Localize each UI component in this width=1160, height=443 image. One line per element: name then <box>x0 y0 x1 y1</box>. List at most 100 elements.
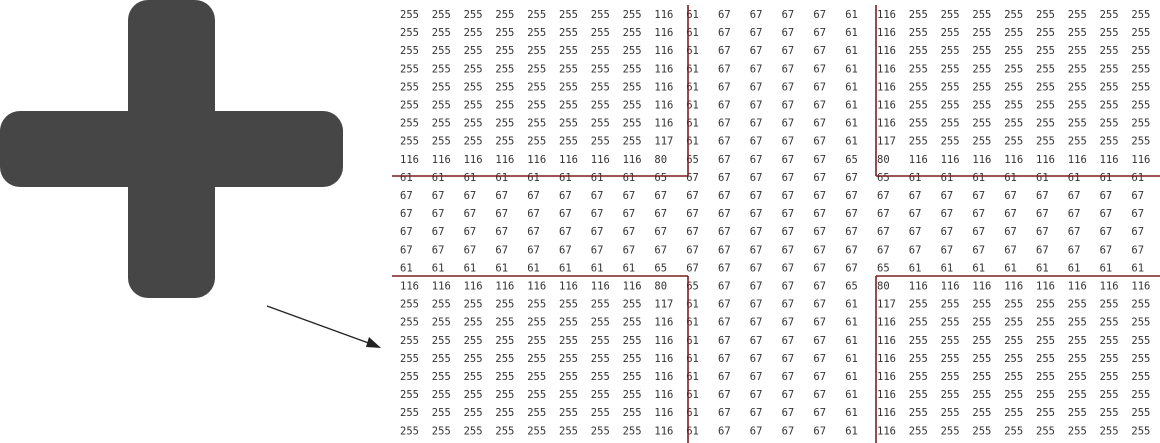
matrix-cell: 67 <box>718 208 731 220</box>
matrix-cell: 61 <box>559 172 572 184</box>
matrix-cell: 255 <box>432 27 451 39</box>
matrix-cell: 255 <box>591 100 610 112</box>
matrix-cell: 67 <box>1131 208 1144 220</box>
matrix-cell: 255 <box>972 317 991 329</box>
matrix-cell: 67 <box>813 190 826 202</box>
matrix-cell: 116 <box>1068 281 1087 293</box>
matrix-cell: 116 <box>654 81 673 93</box>
matrix-cell: 67 <box>750 353 763 365</box>
matrix-cell: 67 <box>972 208 985 220</box>
matrix-cell: 255 <box>623 81 642 93</box>
matrix-cell: 67 <box>432 190 445 202</box>
matrix-cell: 255 <box>591 63 610 75</box>
matrix-cell: 67 <box>845 172 858 184</box>
matrix-cell: 255 <box>495 299 514 311</box>
matrix-cell: 67 <box>972 244 985 256</box>
matrix-cell: 255 <box>527 371 546 383</box>
matrix-cell: 255 <box>495 317 514 329</box>
matrix-cell: 255 <box>527 100 546 112</box>
matrix-cell: 65 <box>877 262 890 274</box>
matrix-cell: 116 <box>877 81 896 93</box>
matrix-cell: 67 <box>1004 208 1017 220</box>
matrix-cell: 61 <box>686 335 699 347</box>
matrix-cell: 67 <box>782 226 795 238</box>
matrix-cell: 116 <box>527 154 546 166</box>
matrix-cell: 255 <box>591 425 610 437</box>
matrix-cell: 61 <box>686 389 699 401</box>
matrix-cell: 255 <box>909 136 928 148</box>
matrix-cell: 255 <box>972 299 991 311</box>
matrix-cell: 255 <box>559 136 578 148</box>
matrix-cell: 67 <box>718 425 731 437</box>
matrix-cell: 67 <box>495 190 508 202</box>
matrix-cell: 255 <box>623 407 642 419</box>
matrix-cell: 61 <box>495 172 508 184</box>
matrix-cell: 67 <box>1068 226 1081 238</box>
matrix-cell: 255 <box>400 407 419 419</box>
matrix-cell: 116 <box>432 281 451 293</box>
matrix-cell: 255 <box>972 9 991 21</box>
matrix-cell: 65 <box>686 154 699 166</box>
matrix-cell: 255 <box>432 389 451 401</box>
matrix-cell: 80 <box>877 154 890 166</box>
matrix-cell: 67 <box>1036 226 1049 238</box>
matrix-cell: 67 <box>782 262 795 274</box>
matrix-cell: 255 <box>1131 299 1150 311</box>
matrix-cell: 67 <box>718 190 731 202</box>
matrix-cell: 67 <box>750 208 763 220</box>
matrix-cell: 61 <box>845 317 858 329</box>
matrix-cell: 255 <box>1100 425 1119 437</box>
matrix-cell: 61 <box>686 81 699 93</box>
matrix-cell: 255 <box>972 100 991 112</box>
matrix-cell: 61 <box>1131 262 1144 274</box>
matrix-cell: 255 <box>941 100 960 112</box>
matrix-cell: 255 <box>495 118 514 130</box>
matrix-cell: 61 <box>686 118 699 130</box>
matrix-cell: 255 <box>527 136 546 148</box>
matrix-cell: 67 <box>527 190 540 202</box>
matrix-cells: 255 255 255 255 255 255 255 255 116 61 67 67 67 67 61 1… <box>400 9 1150 437</box>
matrix-cell: 116 <box>1131 154 1150 166</box>
matrix-cell: 61 <box>845 371 858 383</box>
matrix-cell: 67 <box>813 281 826 293</box>
matrix-cell: 117 <box>877 299 896 311</box>
matrix-cell: 255 <box>1100 136 1119 148</box>
matrix-cell: 67 <box>432 226 445 238</box>
matrix-cell: 116 <box>877 63 896 75</box>
matrix-cell: 67 <box>782 100 795 112</box>
matrix-cell: 255 <box>1036 371 1055 383</box>
matrix-cell: 255 <box>941 118 960 130</box>
matrix-cell: 67 <box>1100 208 1113 220</box>
matrix-cell: 255 <box>972 371 991 383</box>
matrix-cell: 255 <box>559 299 578 311</box>
matrix-cell: 61 <box>845 27 858 39</box>
matrix-cell: 255 <box>1068 118 1087 130</box>
matrix-cell: 67 <box>813 9 826 21</box>
matrix-cell: 67 <box>813 136 826 148</box>
matrix-cell: 67 <box>464 244 477 256</box>
matrix-cell: 67 <box>686 262 699 274</box>
matrix-cell: 255 <box>1100 9 1119 21</box>
matrix-cell: 255 <box>400 118 419 130</box>
matrix-cell: 67 <box>718 27 731 39</box>
matrix-cell: 255 <box>495 45 514 57</box>
matrix-cell: 61 <box>845 425 858 437</box>
matrix-cell: 255 <box>559 27 578 39</box>
matrix-cell: 255 <box>495 100 514 112</box>
matrix-cell: 255 <box>432 9 451 21</box>
matrix-cell: 61 <box>845 9 858 21</box>
matrix-cell: 116 <box>559 154 578 166</box>
matrix-cell: 67 <box>782 335 795 347</box>
matrix-cell: 255 <box>591 118 610 130</box>
matrix-cell: 61 <box>686 45 699 57</box>
matrix-cell: 255 <box>909 407 928 419</box>
matrix-cell: 255 <box>1004 371 1023 383</box>
matrix-cell: 67 <box>718 353 731 365</box>
matrix-cell: 255 <box>559 425 578 437</box>
matrix-cell: 67 <box>718 118 731 130</box>
matrix-cell: 255 <box>1068 63 1087 75</box>
matrix-cell: 61 <box>464 172 477 184</box>
matrix-cell: 61 <box>1004 172 1017 184</box>
matrix-cell: 61 <box>845 81 858 93</box>
matrix-cell: 61 <box>464 262 477 274</box>
